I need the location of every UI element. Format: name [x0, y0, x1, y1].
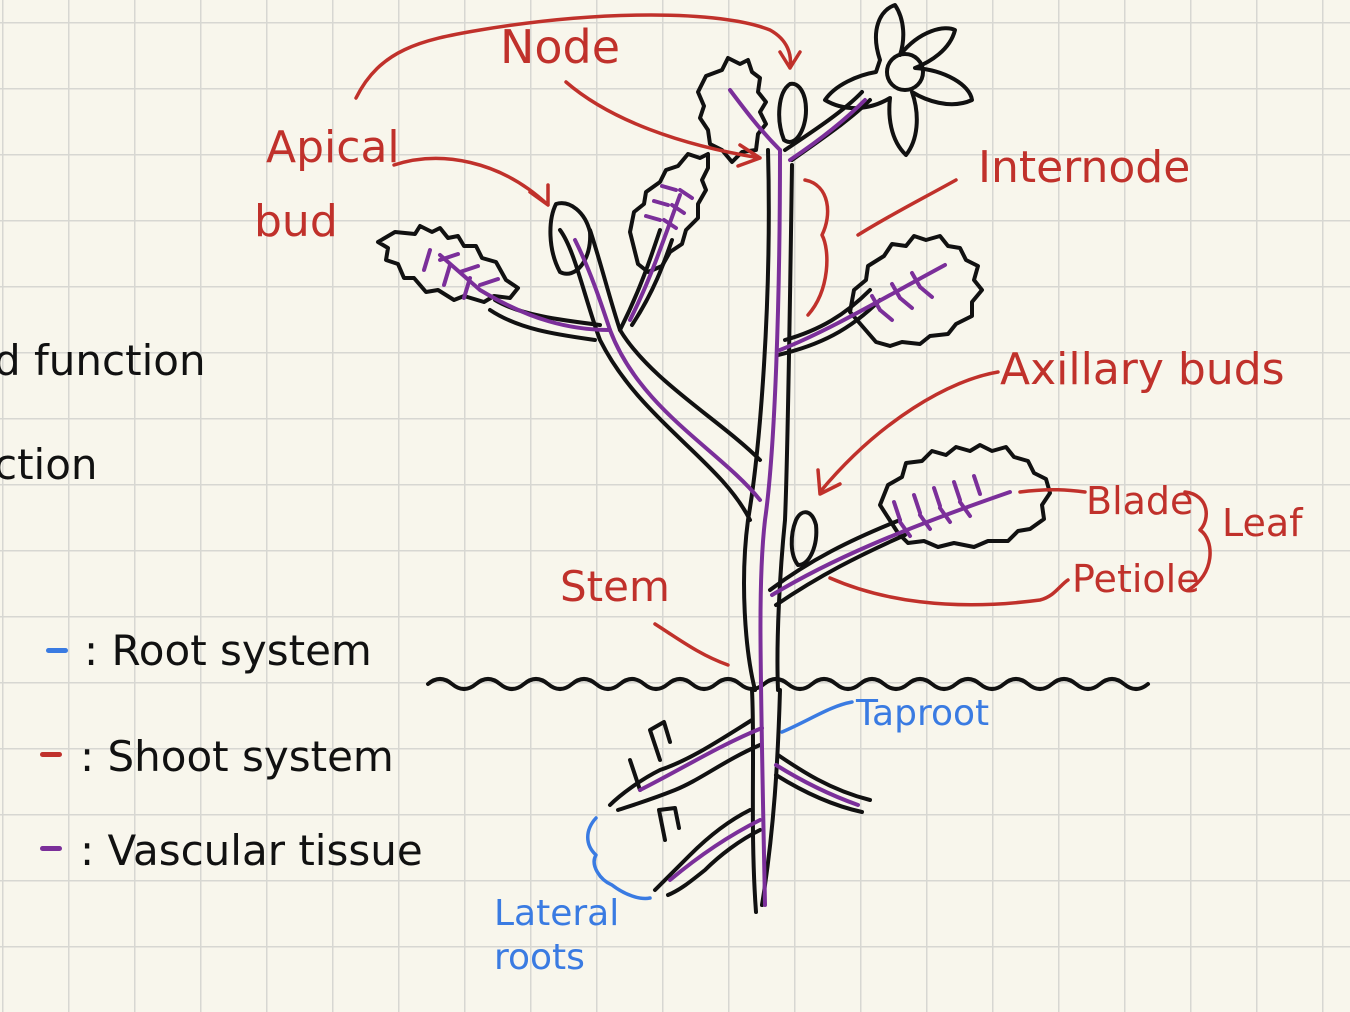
note-line-2: ction: [0, 440, 98, 489]
legend-root-system: : Root system: [84, 626, 372, 675]
label-leaf: Leaf: [1222, 501, 1303, 545]
blade-line: [1018, 487, 1087, 494]
petiole-line: [828, 576, 1070, 607]
lateral-root-left-upper: [608, 718, 762, 812]
label-stem: Stem: [560, 562, 670, 611]
node-bud: [777, 81, 808, 144]
note-line-1: d function: [0, 336, 206, 385]
main-stem: [742, 148, 794, 692]
right-lower-leaf: [878, 443, 1052, 549]
lateral-root-left-lower: [653, 808, 762, 897]
node-arrow-top: [354, 13, 802, 100]
axillary-bud: [789, 510, 819, 567]
upper-left-leaf: [618, 228, 674, 332]
lateral-root-right: [774, 753, 872, 814]
label-bud: bud: [254, 196, 338, 247]
label-blade: Blade: [1086, 479, 1194, 523]
leaf-brace: [1183, 490, 1212, 592]
label-taproot: Taproot: [856, 693, 990, 734]
internode-line: [856, 178, 958, 237]
label-apical: Apical: [266, 122, 400, 173]
right-upper-leaf: [848, 234, 984, 348]
legend-swatch-root: [46, 648, 68, 653]
label-roots: roots: [494, 937, 585, 978]
taproot-line: [780, 700, 854, 734]
left-leaf: [376, 224, 520, 304]
label-lateral: Lateral: [494, 893, 620, 934]
soil-line: [426, 677, 1150, 691]
vascular-stem: [758, 148, 782, 907]
left-apical-bud: [548, 201, 593, 276]
label-petiole: Petiole: [1072, 557, 1200, 601]
axillary-arrow: [816, 370, 1000, 496]
label-internode: Internode: [978, 142, 1191, 193]
lateral-roots-brace: [586, 816, 652, 901]
apical-bud-arrow: [392, 156, 550, 207]
legend-vascular-tissue: : Vascular tissue: [80, 826, 423, 875]
label-axillary-buds: Axillary buds: [1000, 344, 1285, 395]
flower: [823, 3, 974, 157]
label-node: Node: [500, 20, 621, 74]
legend-shoot-system: : Shoot system: [80, 732, 394, 781]
stem-line: [653, 622, 730, 667]
legend-swatch-shoot: [40, 752, 62, 757]
internode-brace: [803, 178, 830, 317]
left-branch: [558, 228, 762, 522]
node-arrow: [564, 80, 762, 168]
legend-swatch-vascular: [40, 846, 62, 851]
